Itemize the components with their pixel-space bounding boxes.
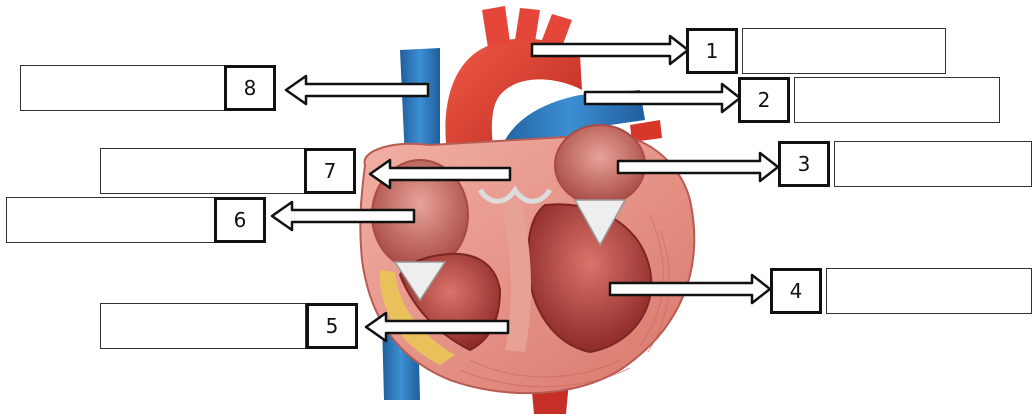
answer-box-6[interactable] — [6, 197, 216, 243]
brachiocephalic-artery — [482, 6, 510, 48]
label-number-5: 5 — [306, 303, 358, 349]
label-2: 2 — [738, 77, 1000, 127]
label-7: 7 — [100, 148, 368, 198]
label-5: 5 — [100, 303, 364, 353]
answer-box-4[interactable] — [826, 268, 1032, 314]
label-6: 6 — [6, 197, 272, 247]
label-1: 1 — [686, 28, 946, 78]
label-4: 4 — [770, 268, 1032, 318]
label-3: 3 — [778, 141, 1032, 191]
answer-box-7[interactable] — [100, 148, 306, 194]
label-8: 8 — [20, 65, 282, 115]
label-number-1: 1 — [686, 28, 738, 74]
label-number-2: 2 — [738, 77, 790, 123]
left-carotid-artery — [515, 8, 540, 42]
label-number-4: 4 — [770, 268, 822, 314]
answer-box-3[interactable] — [834, 141, 1032, 187]
label-number-7: 7 — [304, 148, 356, 194]
answer-box-2[interactable] — [794, 77, 1000, 123]
label-number-6: 6 — [214, 197, 266, 243]
answer-box-8[interactable] — [20, 65, 226, 111]
answer-box-5[interactable] — [100, 303, 306, 349]
label-number-8: 8 — [224, 65, 276, 111]
answer-box-1[interactable] — [742, 28, 946, 74]
label-number-3: 3 — [778, 141, 830, 187]
